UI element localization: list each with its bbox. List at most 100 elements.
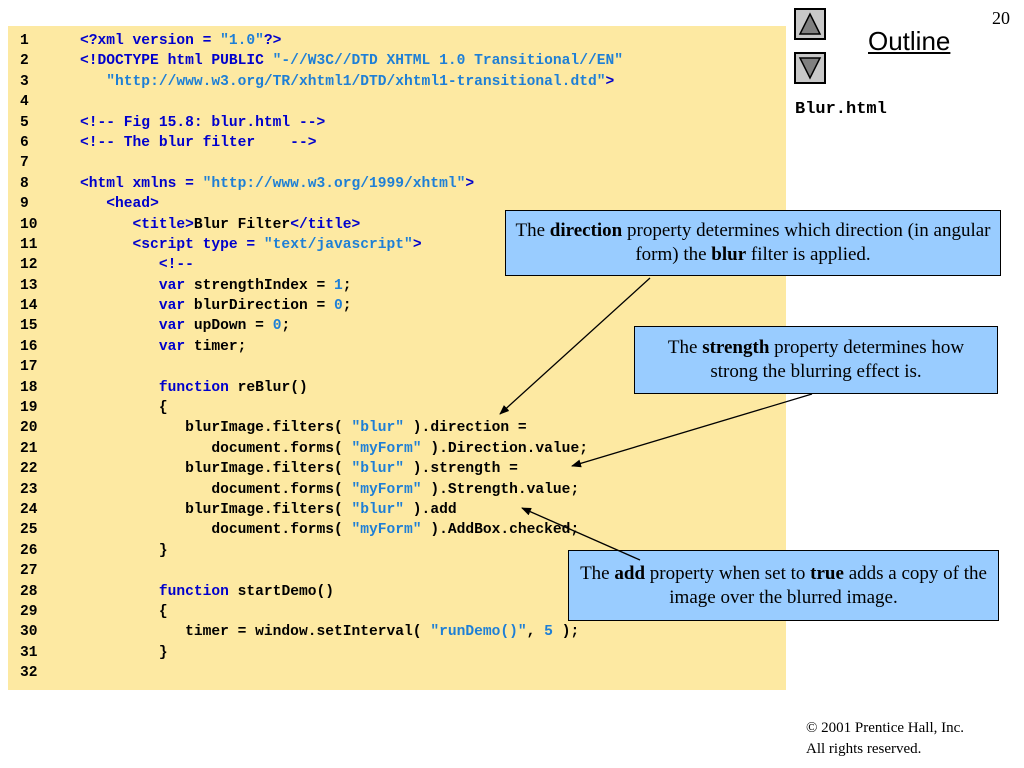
triangle-up-icon: [798, 12, 822, 35]
code-token: reBlur(): [237, 379, 308, 396]
line-number: 14: [20, 298, 38, 315]
line-number: 12: [20, 257, 38, 274]
line-number: 17: [20, 359, 38, 376]
code-token: "blur": [351, 461, 405, 478]
code-token: var: [158, 277, 194, 294]
code-line: 31 }: [20, 643, 623, 663]
callout-text: The: [580, 562, 615, 584]
code-token: 1: [333, 277, 343, 294]
line-number: 10: [20, 216, 38, 233]
line-number: 2: [20, 53, 29, 70]
code-token: blurImage.filters(: [185, 420, 352, 437]
code-token: var: [158, 338, 194, 355]
previous-slide-button[interactable]: [794, 8, 826, 40]
code-token: blurDirection =: [193, 298, 334, 315]
code-token: 5: [544, 624, 553, 641]
line-number: 23: [20, 481, 38, 498]
callout-keyword: direction: [549, 220, 623, 241]
code-token: ).strength =: [404, 461, 518, 478]
callout-keyword: blur: [711, 244, 747, 265]
code-line: 17: [20, 357, 623, 377]
code-line: 26 }: [20, 541, 623, 561]
line-number: 19: [20, 400, 38, 417]
code-line: 27: [20, 561, 623, 581]
code-token: "runDemo()": [430, 624, 527, 641]
code-line: 2<!DOCTYPE html PUBLIC "-//W3C//DTD XHTM…: [20, 51, 623, 71]
line-number: 24: [20, 501, 38, 518]
code-token: );: [552, 624, 580, 641]
line-number: 13: [20, 277, 38, 294]
callout-keyword: true: [810, 562, 844, 584]
code-listing: 1<?xml version = "1.0"?>2<!DOCTYPE html …: [20, 31, 623, 684]
code-token: "myForm": [351, 440, 422, 457]
line-number: 1: [20, 33, 29, 49]
next-slide-button[interactable]: [794, 52, 826, 84]
code-line: 4: [20, 92, 623, 112]
code-token: function: [158, 379, 238, 396]
code-line: 5<!-- Fig 15.8: blur.html -->: [20, 113, 623, 133]
code-token: upDown =: [193, 318, 273, 335]
line-number: 9: [20, 196, 29, 213]
callout-text: filter is applied.: [746, 244, 871, 265]
code-line: 9 <head>: [20, 194, 623, 214]
code-line: 14 var blurDirection = 0;: [20, 296, 623, 316]
code-token: document.forms(: [211, 522, 352, 539]
code-token: <html xmlns =: [80, 175, 203, 192]
code-line: 3 "http://www.w3.org/TR/xhtml1/DTD/xhtml…: [20, 72, 623, 92]
code-token: timer = window.setInterval(: [185, 624, 431, 641]
code-token: startDemo(): [237, 583, 334, 600]
code-line: 22 blurImage.filters( "blur" ).strength …: [20, 459, 623, 479]
code-line: 7: [20, 153, 623, 173]
callout-text: adds a copy of the image over the blurre…: [669, 562, 987, 608]
arrow-direction: [499, 277, 651, 415]
code-line: 19 {: [20, 398, 623, 418]
line-number: 22: [20, 461, 38, 478]
line-number: 27: [20, 563, 38, 580]
code-token: <!-- The blur filter -->: [80, 134, 317, 151]
code-token: 0: [272, 318, 282, 335]
line-number: 29: [20, 603, 38, 620]
code-line: 30 timer = window.setInterval( "runDemo(…: [20, 622, 623, 642]
arrow-add: [521, 507, 641, 561]
code-line: 1<?xml version = "1.0"?>: [20, 31, 623, 51]
code-line: 18 function reBlur(): [20, 378, 623, 398]
line-number: 31: [20, 644, 38, 661]
code-line: 15 var upDown = 0;: [20, 316, 623, 336]
code-token: ).Strength.value;: [421, 481, 580, 498]
line-number: 30: [20, 624, 38, 641]
code-token: <head>: [106, 196, 159, 213]
code-token: >: [465, 175, 475, 192]
code-token: >: [605, 73, 615, 90]
code-token: "-//W3C//DTD XHTML 1.0 Transitional//EN": [272, 53, 623, 70]
callout-keyword: add: [614, 562, 646, 584]
code-token: strengthIndex =: [193, 277, 334, 294]
line-number: 21: [20, 440, 38, 457]
line-number: 11: [20, 236, 38, 253]
callout-text: property when set to: [645, 562, 811, 584]
code-token: var: [158, 298, 194, 315]
code-token: blurImage.filters(: [185, 501, 352, 518]
outline-link[interactable]: Outline: [868, 26, 951, 56]
copyright-line: © 2001 Prentice Hall, Inc.: [806, 720, 965, 736]
code-token: <!-- Fig 15.8: blur.html -->: [80, 114, 326, 131]
code-token: "http://www.w3.org/1999/xhtml": [202, 175, 466, 192]
code-token: <?xml version =: [80, 33, 221, 49]
code-token: "http://www.w3.org/TR/xhtml1/DTD/xhtml1-…: [106, 73, 606, 90]
rights-line: All rights reserved.: [806, 741, 922, 757]
line-number: 26: [20, 542, 38, 559]
code-line: 25 document.forms( "myForm" ).AddBox.che…: [20, 520, 623, 540]
line-number: 3: [20, 73, 29, 90]
callout-text: The: [515, 220, 550, 241]
callout-text: property determines which direction (in …: [622, 220, 991, 265]
code-line: 29 {: [20, 602, 623, 622]
code-token: timer;: [193, 338, 247, 355]
code-token: >: [412, 236, 422, 253]
line-number: 16: [20, 338, 38, 355]
code-token: <script type =: [132, 236, 264, 253]
line-number: 18: [20, 379, 38, 396]
code-line: 32: [20, 663, 623, 683]
code-token: ;: [342, 277, 352, 294]
code-token: "text/javascript": [263, 236, 413, 253]
code-token: ?>: [263, 33, 282, 49]
code-token: ;: [281, 318, 291, 335]
